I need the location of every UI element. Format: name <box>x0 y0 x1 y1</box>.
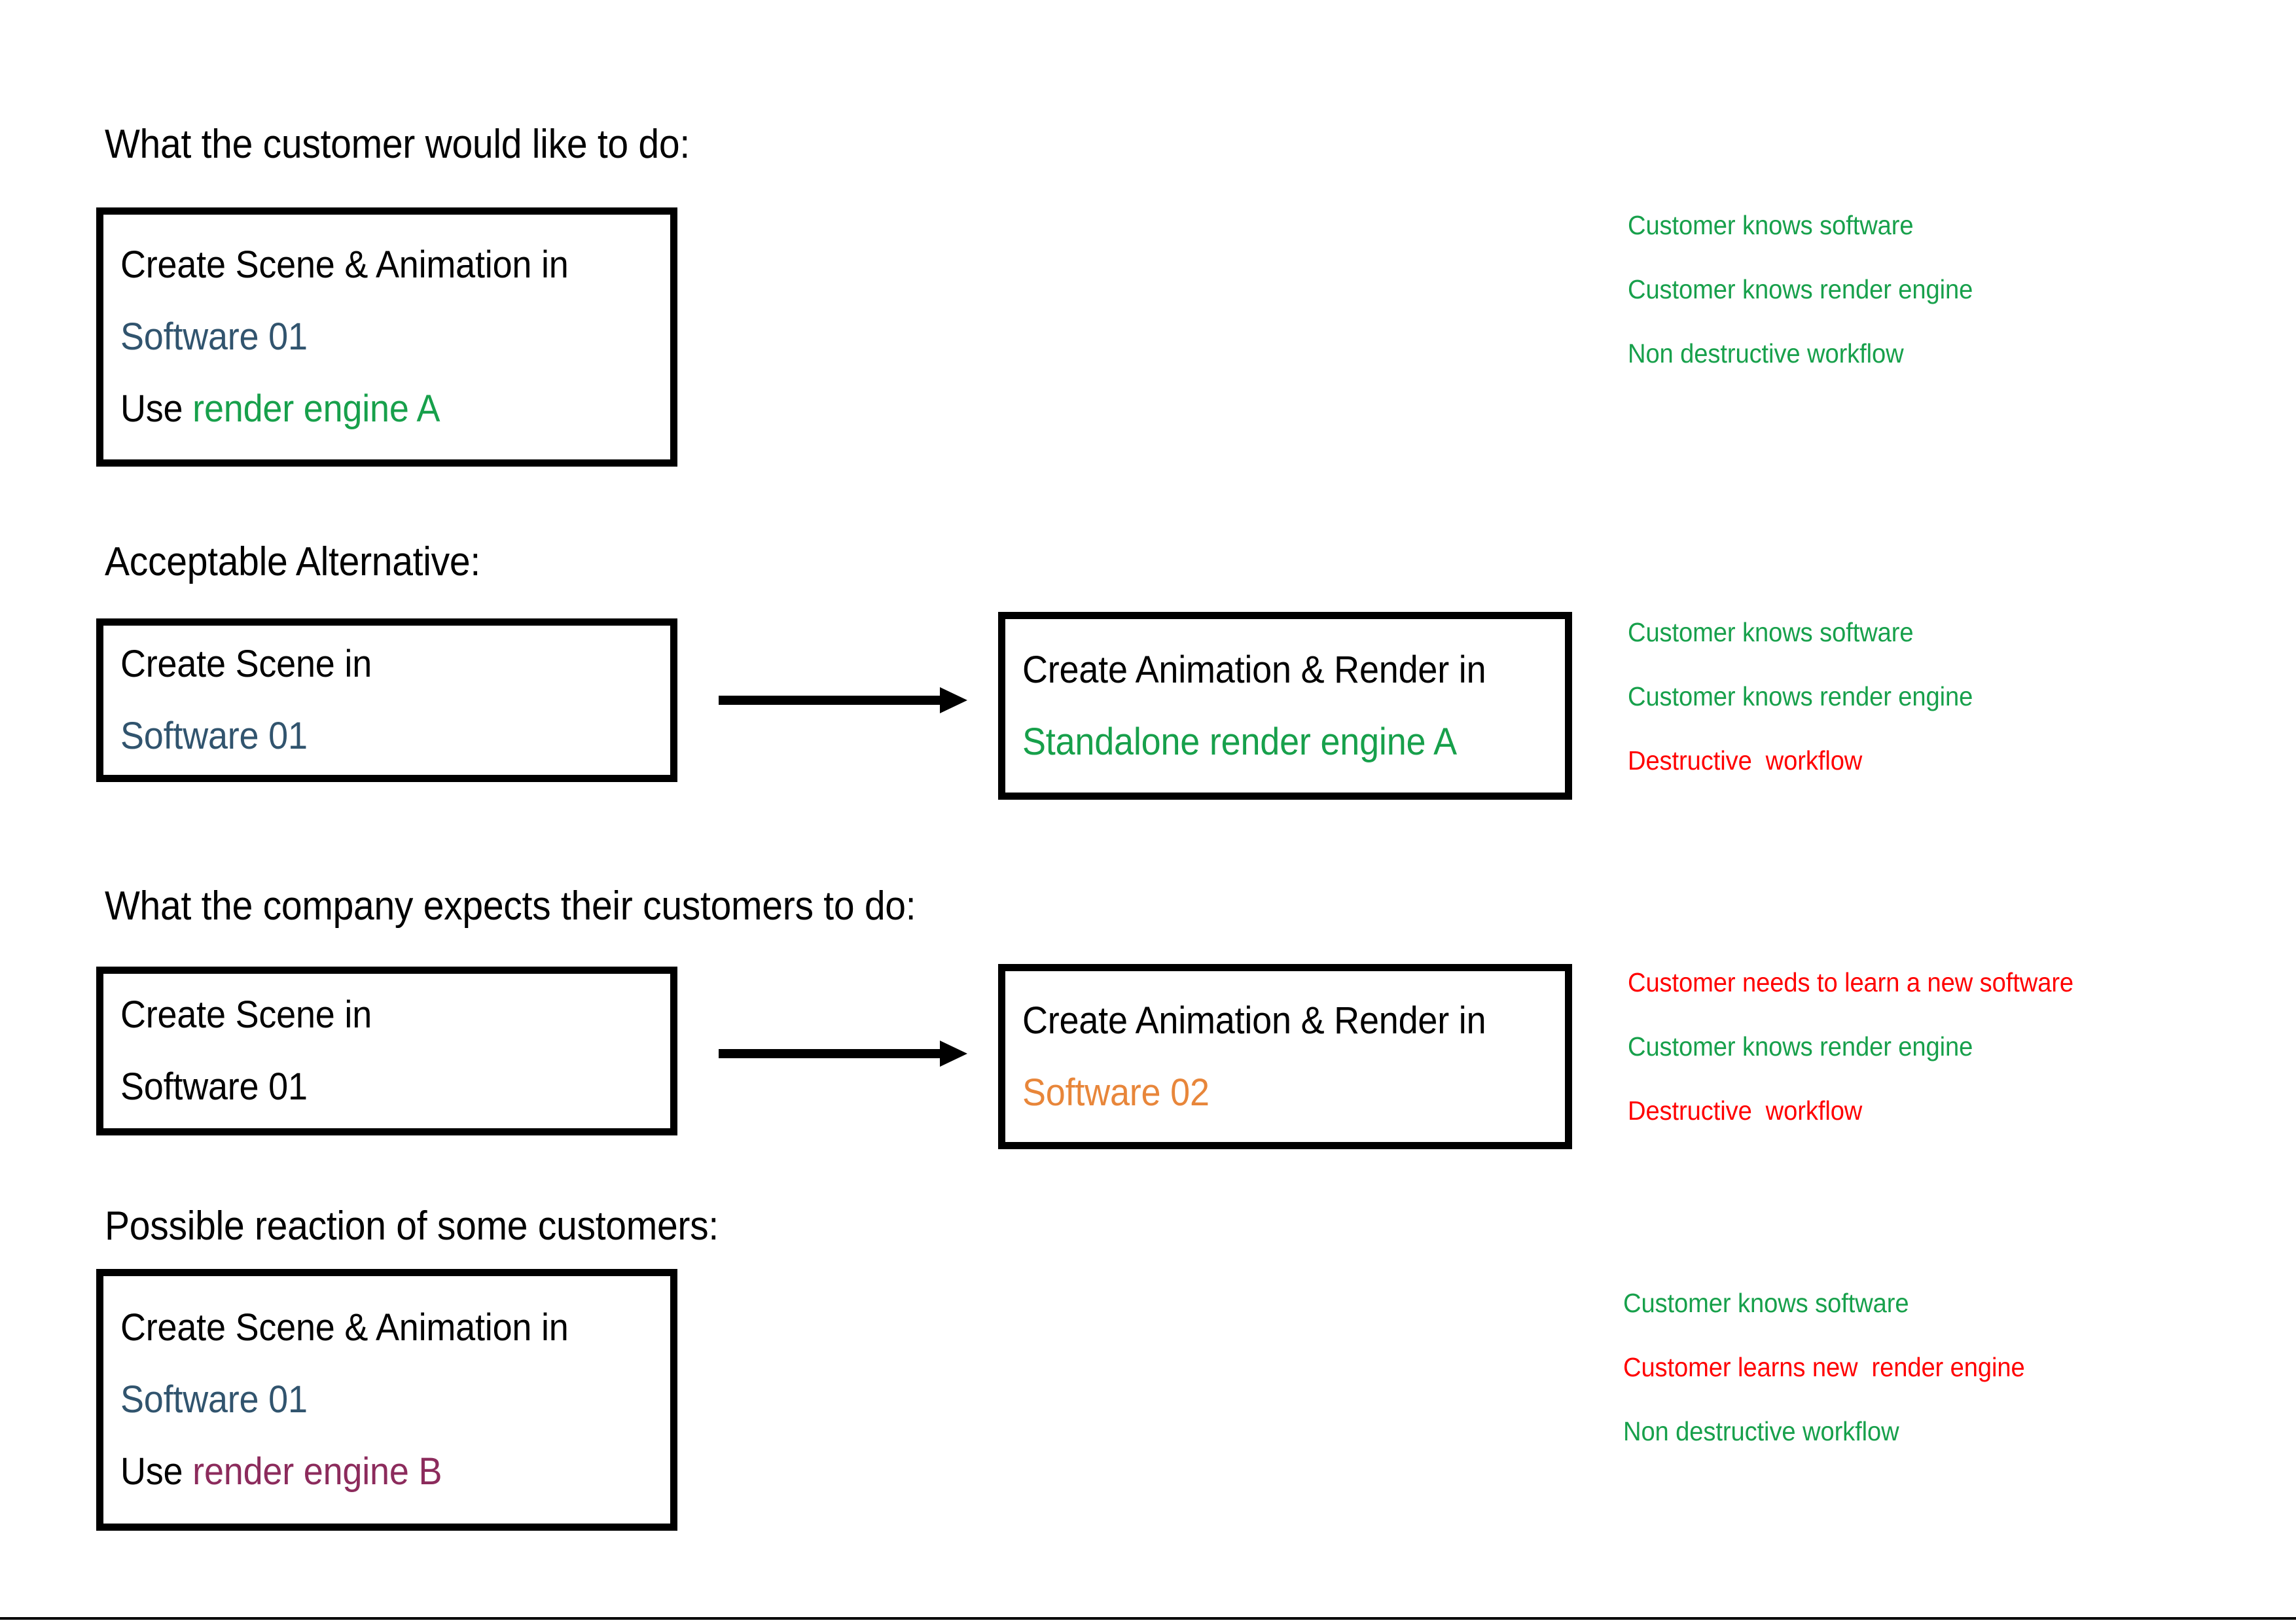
annotation-note: Customer needs to learn a new software <box>1628 967 2074 997</box>
annotation-note: Destructive workflow <box>1628 1096 1863 1126</box>
flow-step-line: Use render engine B <box>120 1453 616 1491</box>
flow-step-text: render engine B <box>192 1450 442 1493</box>
annotation-note: Customer knows render engine <box>1628 274 1973 304</box>
flow-arrow-icon <box>719 1041 967 1067</box>
annotation-note: Customer knows render engine <box>1628 681 1973 711</box>
flow-step-line: Software 01 <box>120 1068 616 1106</box>
annotation-note: Customer knows render engine <box>1628 1031 1973 1061</box>
flow-step-line: Software 01 <box>120 1381 616 1419</box>
flow-step-text: Software 01 <box>120 1065 308 1108</box>
annotation-note: Non destructive workflow <box>1623 1416 1899 1446</box>
flow-step-text: Create Scene in <box>120 643 372 685</box>
flow-step-box: Create Animation & Render in Standalone r… <box>998 612 1572 800</box>
flow-step-line: Create Scene & Animation in <box>120 1309 616 1347</box>
section-heading: Possible reaction of some customers: <box>105 1204 719 1249</box>
section-heading: Acceptable Alternative: <box>105 539 480 584</box>
flow-step-text: Create Scene & Animation in <box>120 243 569 286</box>
flow-step-line: Create Scene in <box>120 996 616 1034</box>
annotation-note: Customer knows software <box>1628 210 1914 240</box>
arrow-shaft <box>719 1049 941 1058</box>
section-heading: What the customer would like to do: <box>105 122 690 167</box>
annotation-note: Customer knows software <box>1628 617 1914 647</box>
flow-step-line: Use render engine A <box>120 390 616 428</box>
flow-step-line: Create Scene & Animation in <box>120 246 616 284</box>
flow-step-text: Software 01 <box>120 715 308 757</box>
flow-step-line: Software 01 <box>120 717 616 755</box>
flow-step-line: Standalone render engine A <box>1022 720 1511 763</box>
flow-step-box: Create Scene & Animation in Software 01 Us… <box>96 207 677 467</box>
annotation-note: Destructive workflow <box>1628 745 1863 776</box>
flow-step-line: Software 01 <box>120 318 616 356</box>
arrow-head <box>940 1041 967 1067</box>
annotation-note: Customer learns new render engine <box>1623 1352 2025 1382</box>
flow-step-text: Software 01 <box>120 1378 308 1421</box>
flow-step-text: Create Scene & Animation in <box>120 1306 569 1349</box>
flow-step-text: Software 01 <box>120 315 308 358</box>
flow-arrow-icon <box>719 687 967 713</box>
flow-step-line: Software 02 <box>1022 1071 1511 1114</box>
page-bottom-rule <box>0 1617 2296 1620</box>
flow-step-text: Standalone render engine A <box>1022 720 1457 763</box>
flow-step-box: Create Animation & Render in Software 02 <box>998 964 1572 1149</box>
flow-step-text: Create Animation & Render in <box>1022 999 1486 1042</box>
annotation-note: Non destructive workflow <box>1628 338 1904 368</box>
annotation-note: Customer knows software <box>1623 1288 1909 1318</box>
flow-step-box: Create Scene in Software 01 <box>96 967 677 1135</box>
flow-step-text: Use <box>120 387 193 430</box>
section-heading: What the company expects their customers… <box>105 883 916 929</box>
flow-step-line: Create Animation & Render in <box>1022 651 1511 689</box>
flow-step-box: Create Scene in Software 01 <box>96 618 677 782</box>
flow-step-line: Create Animation & Render in <box>1022 999 1511 1042</box>
arrow-head <box>940 687 967 713</box>
flow-step-box: Create Scene & Animation in Software 01 Us… <box>96 1269 677 1531</box>
flow-step-text: Use <box>120 1450 193 1493</box>
flow-step-line: Create Scene in <box>120 645 616 683</box>
flow-step-text: render engine A <box>192 387 440 430</box>
flow-step-text: Software 02 <box>1022 1071 1210 1114</box>
flow-step-text: Create Animation & Render in <box>1022 648 1486 691</box>
flow-step-text: Create Scene in <box>120 993 372 1036</box>
arrow-shaft <box>719 696 941 705</box>
